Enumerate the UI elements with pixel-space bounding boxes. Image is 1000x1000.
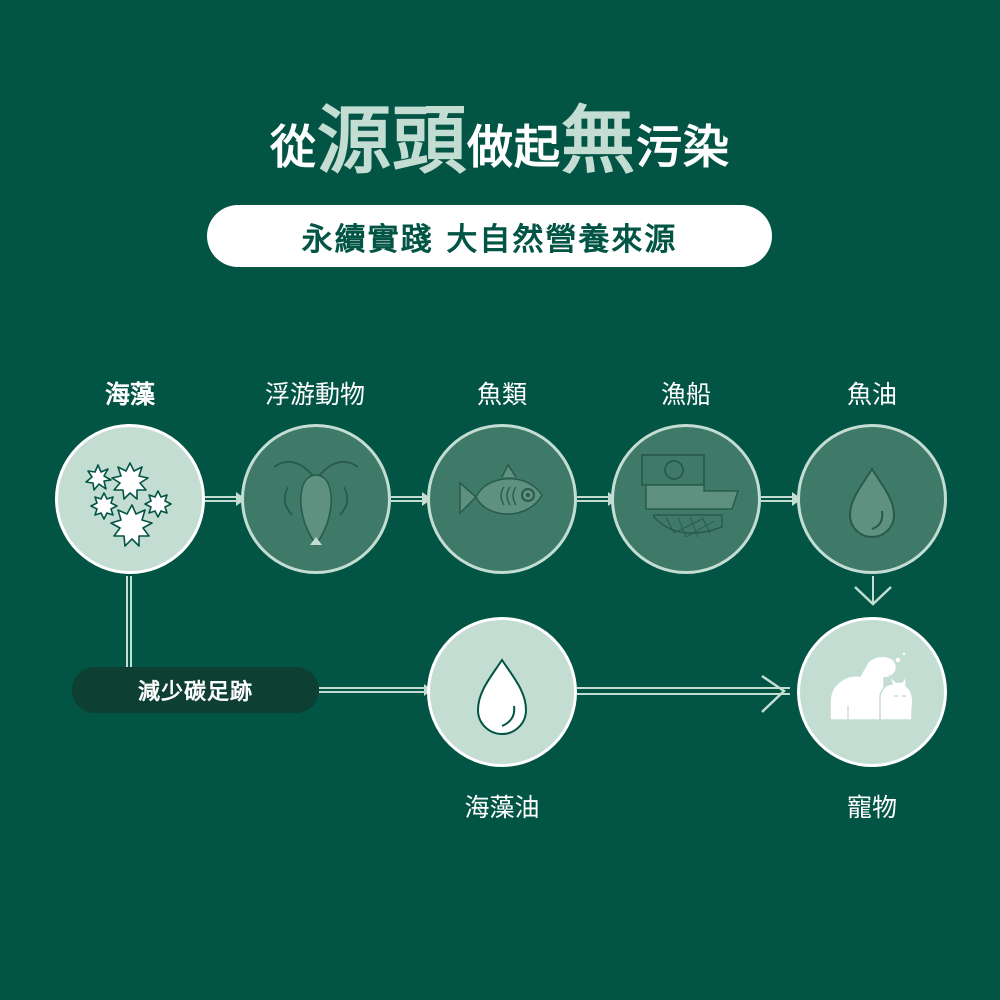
label-zooplankton: 浮游動物 (264, 380, 365, 409)
pets-icon (829, 651, 914, 721)
reduce-carbon-footprint-badge: 減少碳足跡 (72, 667, 319, 713)
node-seaweed-oil (427, 617, 577, 767)
subtitle-pill: 永續實踐 大自然營養來源 (207, 205, 772, 267)
node-seaweed (55, 424, 205, 574)
node-fish-oil (797, 424, 947, 574)
node-fishing-boat (611, 424, 761, 574)
fish-icon (459, 463, 543, 515)
label-pets: 寵物 (846, 793, 897, 822)
subtitle-text: 永續實踐 大自然營養來源 (301, 221, 678, 258)
label-fish-oil: 魚油 (846, 380, 897, 409)
plankton-icon (273, 460, 359, 547)
oil-drop-icon (848, 467, 896, 538)
fishing-boat-icon (641, 454, 740, 538)
oil-drop-icon (476, 658, 528, 735)
title-part-5: 污染 (636, 120, 730, 174)
label-seaweed-oil: 海藻油 (464, 793, 540, 822)
title-part-4: 無 (561, 98, 636, 184)
label-fish: 魚類 (476, 380, 527, 409)
label-fishing-boat: 漁船 (660, 380, 711, 409)
node-fish (427, 424, 577, 574)
title-part-3: 做起 (467, 120, 561, 174)
seaweed-icon (85, 462, 172, 547)
title-part-2: 源頭 (317, 98, 467, 184)
badge-text: 減少碳足跡 (137, 680, 253, 705)
label-seaweed: 海藻 (104, 380, 155, 409)
node-zooplankton (241, 424, 391, 574)
page-title: 從 源頭 做起 無 污染 (0, 78, 1000, 178)
node-pets (797, 617, 947, 767)
title-part-1: 從 (270, 120, 317, 174)
